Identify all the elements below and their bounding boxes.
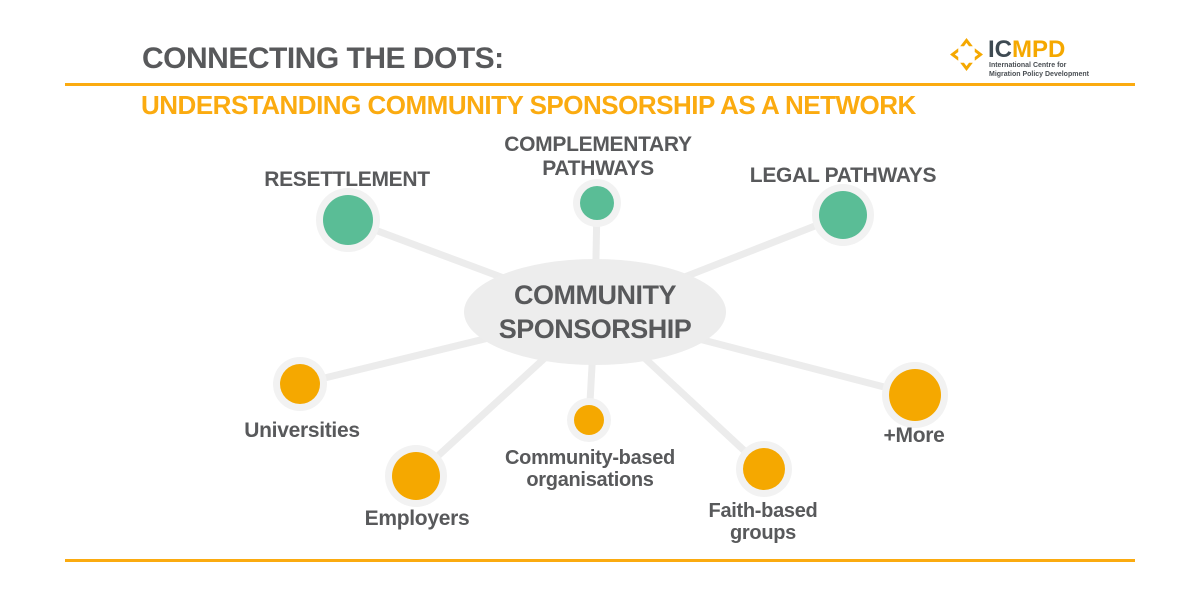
icmpd-tagline-line2: Migration Policy Development bbox=[989, 71, 1089, 78]
node-label-text: organisations bbox=[526, 469, 654, 491]
center-ellipse bbox=[464, 259, 726, 365]
node-label-text: +More bbox=[883, 424, 945, 447]
node-label-complementary: COMPLEMENTARY PATHWAYS bbox=[504, 133, 692, 181]
icmpd-compass-icon bbox=[950, 38, 983, 71]
icmpd-wordmark-mpd: MPD bbox=[1012, 36, 1066, 63]
node-label-text: PATHWAYS bbox=[542, 157, 654, 180]
page-subtitle: UNDERSTANDING COMMUNITY SPONSORSHIP AS A… bbox=[141, 90, 916, 120]
node-label-universities: Universities bbox=[244, 419, 360, 443]
node-label-text: COMPLEMENTARY bbox=[504, 133, 692, 156]
node-label-text: RESETTLEMENT bbox=[264, 168, 430, 191]
node-label-text: LEGAL PATHWAYS bbox=[749, 164, 937, 187]
node-circle-more bbox=[889, 369, 941, 421]
node-circle-faith-based bbox=[743, 448, 785, 490]
node-label-text: Community-based bbox=[505, 447, 675, 469]
node-label-community-based: Community-based organisations bbox=[505, 447, 675, 491]
icmpd-wordmark: ICMPD bbox=[988, 36, 1065, 64]
icmpd-wordmark-ic: IC bbox=[988, 36, 1012, 63]
top-divider-rule bbox=[65, 83, 1135, 86]
center-label-line1: COMMUNITY bbox=[514, 280, 676, 310]
icmpd-tagline: International Centre for Migration Polic… bbox=[989, 61, 1089, 79]
icmpd-logo: ICMPD International Centre for Migration… bbox=[950, 36, 1140, 80]
node-label-legal-pathways: LEGAL PATHWAYS bbox=[749, 164, 937, 188]
node-circle-community-based bbox=[574, 405, 604, 435]
node-label-employers: Employers bbox=[365, 507, 470, 531]
center-label-line2: SPONSORSHIP bbox=[498, 314, 692, 344]
icmpd-tagline-line1: International Centre for bbox=[989, 62, 1067, 69]
center-node-label: COMMUNITY SPONSORSHIP bbox=[499, 278, 692, 346]
node-label-text: Universities bbox=[244, 419, 360, 442]
node-label-text: Employers bbox=[364, 507, 470, 530]
node-circle-universities bbox=[280, 364, 320, 404]
node-label-text: groups bbox=[730, 522, 796, 544]
node-label-more: +More bbox=[884, 424, 945, 448]
node-circle-complementary bbox=[580, 186, 614, 220]
node-circle-employers bbox=[392, 452, 440, 500]
node-label-faith-based: Faith-based groups bbox=[709, 500, 818, 544]
node-label-resettlement: RESETTLEMENT bbox=[264, 168, 430, 192]
node-circle-legal-pathways bbox=[819, 191, 867, 239]
page-title: CONNECTING THE DOTS: bbox=[142, 42, 504, 75]
bottom-divider-rule bbox=[65, 559, 1135, 562]
node-circle-resettlement bbox=[323, 195, 373, 245]
node-label-text: Faith-based bbox=[708, 500, 818, 522]
